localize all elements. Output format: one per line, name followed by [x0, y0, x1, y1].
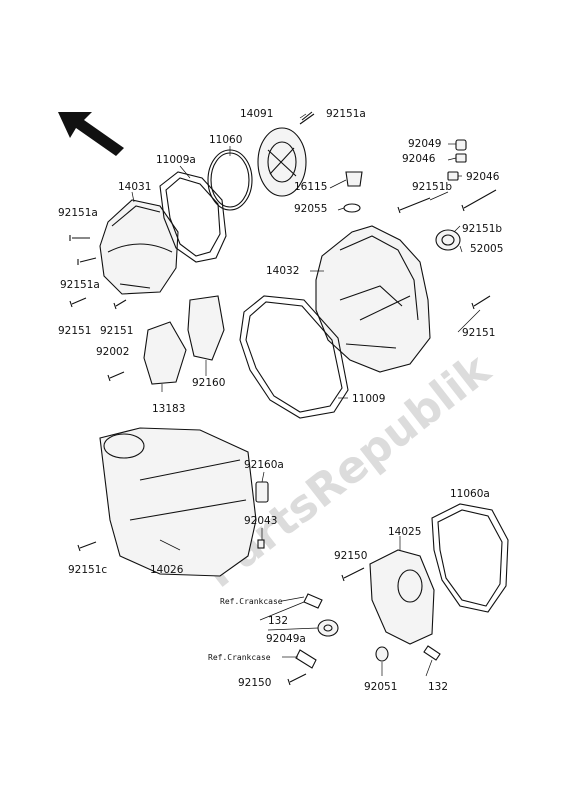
label-14091: 14091: [240, 108, 273, 120]
label-92151-b: 92151: [100, 325, 133, 337]
label-92151a-mid: 92151a: [60, 279, 100, 291]
label-92151a-top: 92151a: [326, 108, 366, 120]
label-11060: 11060: [209, 134, 242, 146]
plug-16115: [345, 171, 363, 187]
cover-14091: [257, 127, 307, 197]
cover-14026: [99, 427, 257, 577]
cap-92049: [455, 139, 467, 151]
gasket-11060a: [431, 503, 509, 613]
bolt-92150-bottom: [287, 673, 307, 686]
label-92151a-left: 92151a: [58, 207, 98, 219]
seal-52005: [435, 229, 461, 251]
label-13183: 13183: [152, 403, 185, 415]
label-92151-a: 92151: [58, 325, 91, 337]
label-11060a: 11060a: [450, 488, 490, 500]
bracket-ref-lower: [295, 649, 317, 669]
label-16115: 16115: [294, 181, 327, 193]
label-14032: 14032: [266, 265, 299, 277]
label-14031: 14031: [118, 181, 151, 193]
label-132-left: 132: [268, 615, 288, 627]
cover-14032: [315, 225, 431, 373]
label-14025: 14025: [388, 526, 421, 538]
label-132-right: 132: [428, 681, 448, 693]
washer-92046-b: [447, 171, 459, 181]
bolt-92151b-b: [461, 189, 497, 212]
label-92049a: 92049a: [266, 633, 306, 645]
label-ref-crankcase-1: Ref.Crankcase: [220, 597, 283, 606]
label-92055: 92055: [294, 203, 327, 215]
label-11009a: 11009a: [156, 154, 196, 166]
bolt-92151-right: [471, 295, 491, 310]
label-92150-bottom: 92150: [238, 677, 271, 689]
bolt-92002: [107, 371, 125, 382]
gasket-11009a: [159, 171, 227, 263]
cover-14025: [369, 549, 435, 645]
bracket-132-left: [303, 593, 323, 609]
plate-92160: [187, 295, 225, 361]
cover-14031: [99, 199, 179, 295]
label-92151-right: 92151: [462, 327, 495, 339]
gasket-11009: [239, 295, 349, 419]
label-92160: 92160: [192, 377, 225, 389]
gasket-11060: [207, 149, 253, 211]
label-92051: 92051: [364, 681, 397, 693]
label-14026: 14026: [150, 564, 184, 576]
plate-13183: [143, 321, 187, 385]
bearing-92049a: [317, 619, 339, 637]
direction-arrow-icon: [58, 112, 124, 156]
bolt-92151a-top: [299, 111, 315, 125]
label-11009: 11009: [352, 393, 385, 405]
bolt-92151b-a: [397, 197, 431, 214]
label-92151b-a: 92151b: [412, 181, 452, 193]
label-ref-crankcase-2: Ref.Crankcase: [208, 653, 271, 662]
pin-92043: [257, 539, 265, 549]
label-52005: 52005: [470, 243, 503, 255]
washer-92046-a: [455, 153, 467, 163]
label-92002: 92002: [96, 346, 129, 358]
label-92046-a: 92046: [402, 153, 436, 165]
label-92160a: 92160a: [244, 459, 284, 471]
bolt-92151c: [77, 541, 97, 552]
label-92151c: 92151c: [68, 564, 107, 576]
bolt-92150-top: [341, 567, 365, 582]
bolt-92151a-left: [69, 235, 90, 241]
bolt-92151a-mid: [77, 257, 97, 265]
bracket-132-right: [423, 645, 441, 661]
bolt-92151-b: [113, 299, 127, 310]
oring-92055: [343, 203, 361, 213]
label-92046-b: 92046: [466, 171, 500, 183]
label-92151b-b: 92151b: [462, 223, 502, 235]
spacer-92160a: [255, 481, 269, 503]
label-92150-top: 92150: [334, 550, 367, 562]
bolt-92151-a: [69, 297, 87, 308]
washer-92051: [375, 646, 389, 662]
label-92043: 92043: [244, 515, 277, 527]
label-92049: 92049: [408, 138, 441, 150]
